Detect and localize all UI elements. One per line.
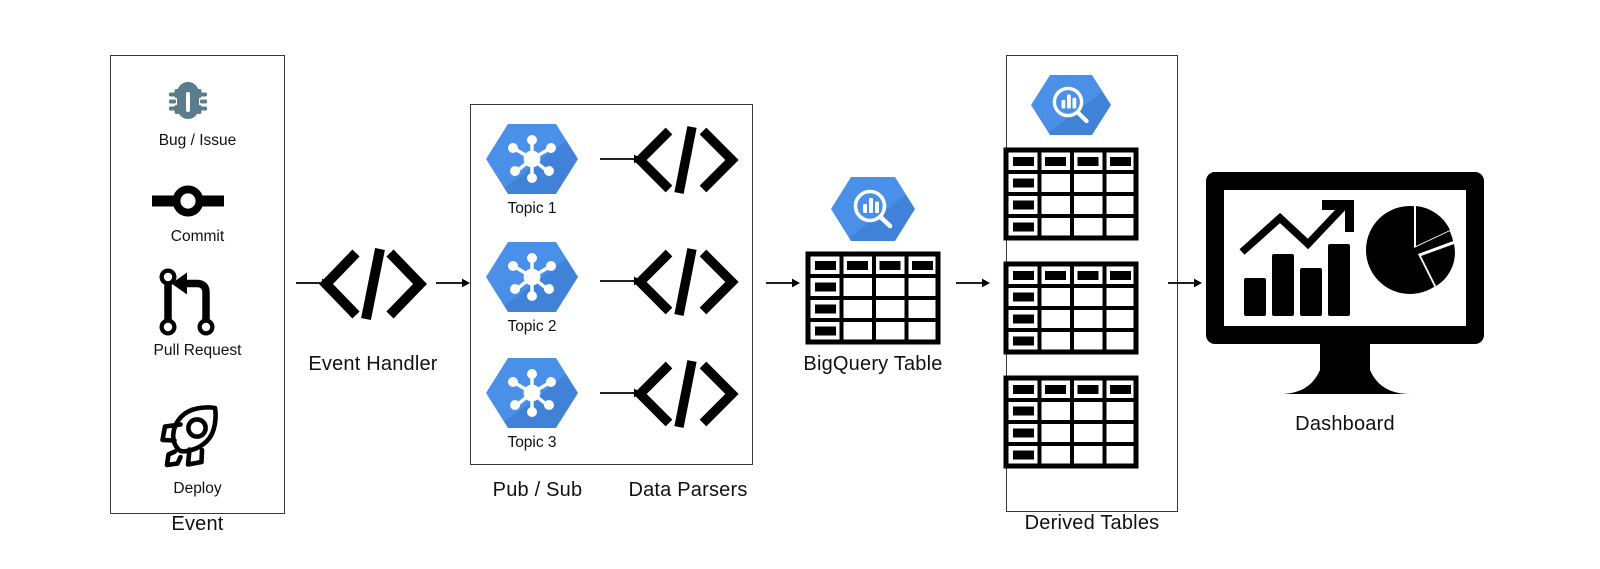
bigquery-hexagon-icon bbox=[829, 175, 917, 243]
event-handler-code-icon bbox=[319, 247, 427, 321]
pull-request-icon bbox=[157, 266, 219, 338]
topic-label-2: Topic 2 bbox=[507, 318, 557, 335]
pubsub-group-caption: Pub / Sub bbox=[492, 479, 583, 501]
data-parser-code-icon-3 bbox=[633, 359, 739, 429]
pubsub-hexagon-icon bbox=[484, 356, 580, 430]
arrow-handler-to-pubsub bbox=[436, 274, 470, 292]
bigquery-hexagon-icon bbox=[1029, 73, 1113, 137]
topic-label-3: Topic 3 bbox=[507, 434, 557, 451]
event-item-label-commit: Commit bbox=[170, 228, 225, 245]
bug-icon bbox=[163, 76, 213, 126]
pubsub-hexagon-icon bbox=[484, 240, 580, 314]
data-parser-code-icon-1 bbox=[633, 125, 739, 195]
bigquery-caption: BigQuery Table bbox=[803, 353, 943, 375]
arrow-derived-to-dashboard bbox=[1168, 274, 1202, 292]
event-handler-caption: Event Handler bbox=[308, 353, 438, 375]
event-group-caption: Event bbox=[171, 513, 224, 535]
bigquery-table-icon bbox=[805, 251, 941, 345]
data-parser-code-icon-2 bbox=[633, 247, 739, 317]
derived-table-icon-3 bbox=[1003, 375, 1139, 469]
data-parsers-caption: Data Parsers bbox=[628, 479, 748, 501]
pubsub-hexagon-icon bbox=[484, 122, 580, 196]
rocket-icon bbox=[155, 404, 227, 474]
monitor-chart-icon bbox=[1204, 170, 1486, 396]
arrow-parsers-to-bigquery bbox=[766, 274, 800, 292]
arrow-bigquery-to-derived bbox=[956, 274, 990, 292]
commit-icon bbox=[152, 178, 224, 224]
event-item-label-bug: Bug / Issue bbox=[158, 132, 237, 149]
derived-table-icon-2 bbox=[1003, 261, 1139, 355]
topic-label-1: Topic 1 bbox=[507, 200, 557, 217]
event-item-label-pull-request: Pull Request bbox=[153, 342, 242, 359]
derived-table-icon-1 bbox=[1003, 147, 1139, 241]
derived-tables-caption: Derived Tables bbox=[1024, 512, 1160, 534]
dashboard-caption: Dashboard bbox=[1295, 413, 1395, 435]
event-item-label-deploy: Deploy bbox=[173, 480, 222, 497]
